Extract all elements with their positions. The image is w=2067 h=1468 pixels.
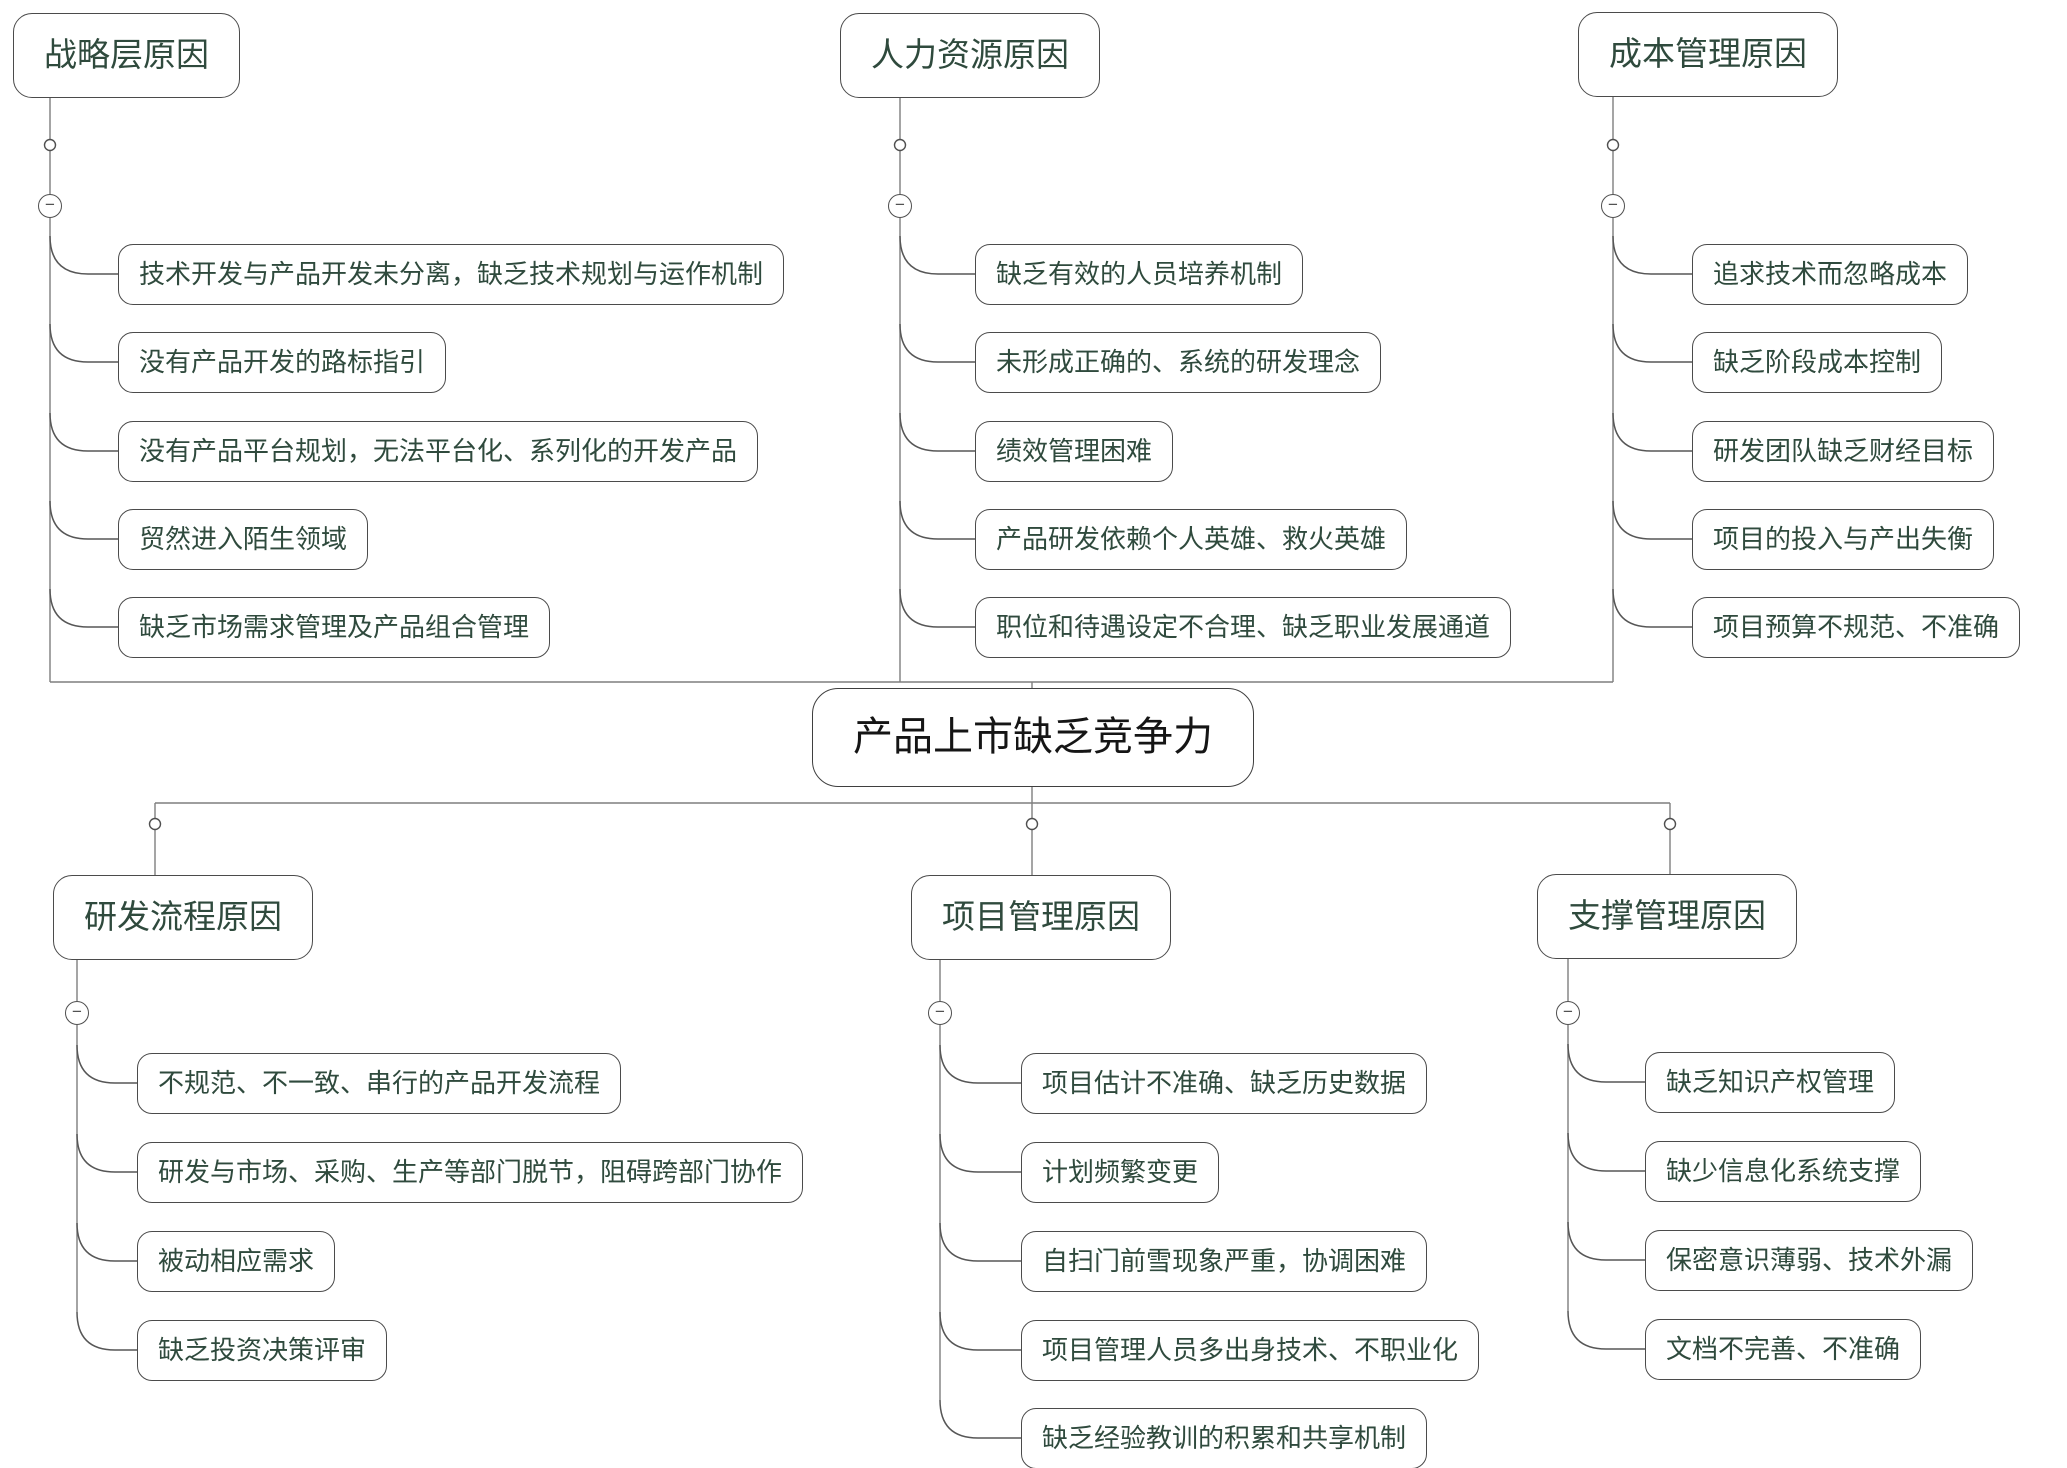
central-topic[interactable]: 产品上市缺乏竞争力	[812, 688, 1254, 787]
child-strategy-2[interactable]: 没有产品平台规划，无法平台化、系列化的开发产品	[118, 421, 759, 482]
child-cost-1[interactable]: 缺乏阶段成本控制	[1692, 332, 1943, 393]
child-cost-0[interactable]: 追求技术而忽略成本	[1692, 244, 1969, 305]
child-cost-2[interactable]: 研发团队缺乏财经目标	[1692, 421, 1995, 482]
child-cost-3[interactable]: 项目的投入与产出失衡	[1692, 509, 1995, 570]
branch-project-title[interactable]: 项目管理原因	[911, 875, 1171, 960]
collapse-button-hr[interactable]: −	[888, 194, 912, 218]
branch-cost-title[interactable]: 成本管理原因	[1578, 12, 1838, 97]
child-hr-4[interactable]: 职位和待遇设定不合理、缺乏职业发展通道	[975, 597, 1512, 658]
child-project-3[interactable]: 项目管理人员多出身技术、不职业化	[1021, 1320, 1480, 1381]
child-strategy-3[interactable]: 贸然进入陌生领域	[118, 509, 369, 570]
branch-process-title[interactable]: 研发流程原因	[53, 875, 313, 960]
child-process-3[interactable]: 缺乏投资决策评审	[137, 1320, 388, 1381]
collapse-button-project[interactable]: −	[928, 1001, 952, 1025]
child-support-0[interactable]: 缺乏知识产权管理	[1645, 1052, 1896, 1113]
child-hr-3[interactable]: 产品研发依赖个人英雄、救火英雄	[975, 509, 1408, 570]
collapse-button-strategy[interactable]: −	[38, 194, 62, 218]
child-process-2[interactable]: 被动相应需求	[137, 1231, 336, 1292]
branch-hr-title[interactable]: 人力资源原因	[840, 13, 1100, 98]
child-process-0[interactable]: 不规范、不一致、串行的产品开发流程	[137, 1053, 622, 1114]
child-support-3[interactable]: 文档不完善、不准确	[1645, 1319, 1922, 1380]
branch-strategy-title[interactable]: 战略层原因	[13, 13, 240, 98]
branch-support-title[interactable]: 支撑管理原因	[1537, 874, 1797, 959]
collapse-button-process[interactable]: −	[65, 1001, 89, 1025]
child-strategy-4[interactable]: 缺乏市场需求管理及产品组合管理	[118, 597, 551, 658]
child-project-4[interactable]: 缺乏经验教训的积累和共享机制	[1021, 1408, 1428, 1468]
child-strategy-0[interactable]: 技术开发与产品开发未分离，缺乏技术规划与运作机制	[118, 244, 785, 305]
branch-curves	[49, 235, 1692, 1439]
child-strategy-1[interactable]: 没有产品开发的路标指引	[118, 332, 447, 393]
child-process-1[interactable]: 研发与市场、采购、生产等部门脱节，阻碍跨部门协作	[137, 1142, 804, 1203]
collapse-button-cost[interactable]: −	[1601, 194, 1625, 218]
child-project-2[interactable]: 自扫门前雪现象严重，协调困难	[1021, 1231, 1428, 1292]
child-support-2[interactable]: 保密意识薄弱、技术外漏	[1645, 1230, 1974, 1291]
child-hr-1[interactable]: 未形成正确的、系统的研发理念	[975, 332, 1382, 393]
child-hr-0[interactable]: 缺乏有效的人员培养机制	[975, 244, 1304, 305]
child-support-1[interactable]: 缺少信息化系统支撑	[1645, 1141, 1922, 1202]
child-cost-4[interactable]: 项目预算不规范、不准确	[1692, 597, 2021, 658]
connector-lines	[49, 96, 1671, 1400]
child-project-0[interactable]: 项目估计不准确、缺乏历史数据	[1021, 1053, 1428, 1114]
child-hr-2[interactable]: 绩效管理困难	[975, 421, 1174, 482]
child-project-1[interactable]: 计划频繁变更	[1021, 1142, 1220, 1203]
joint-dots	[43, 138, 1677, 831]
collapse-button-support[interactable]: −	[1556, 1001, 1580, 1025]
